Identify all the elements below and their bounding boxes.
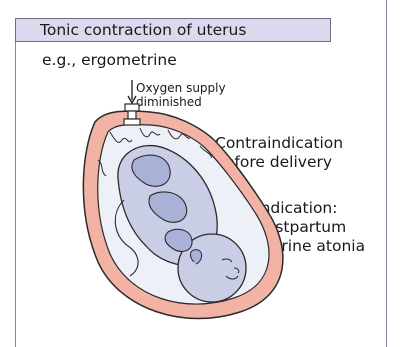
downward-arrow-icon: [128, 80, 136, 103]
